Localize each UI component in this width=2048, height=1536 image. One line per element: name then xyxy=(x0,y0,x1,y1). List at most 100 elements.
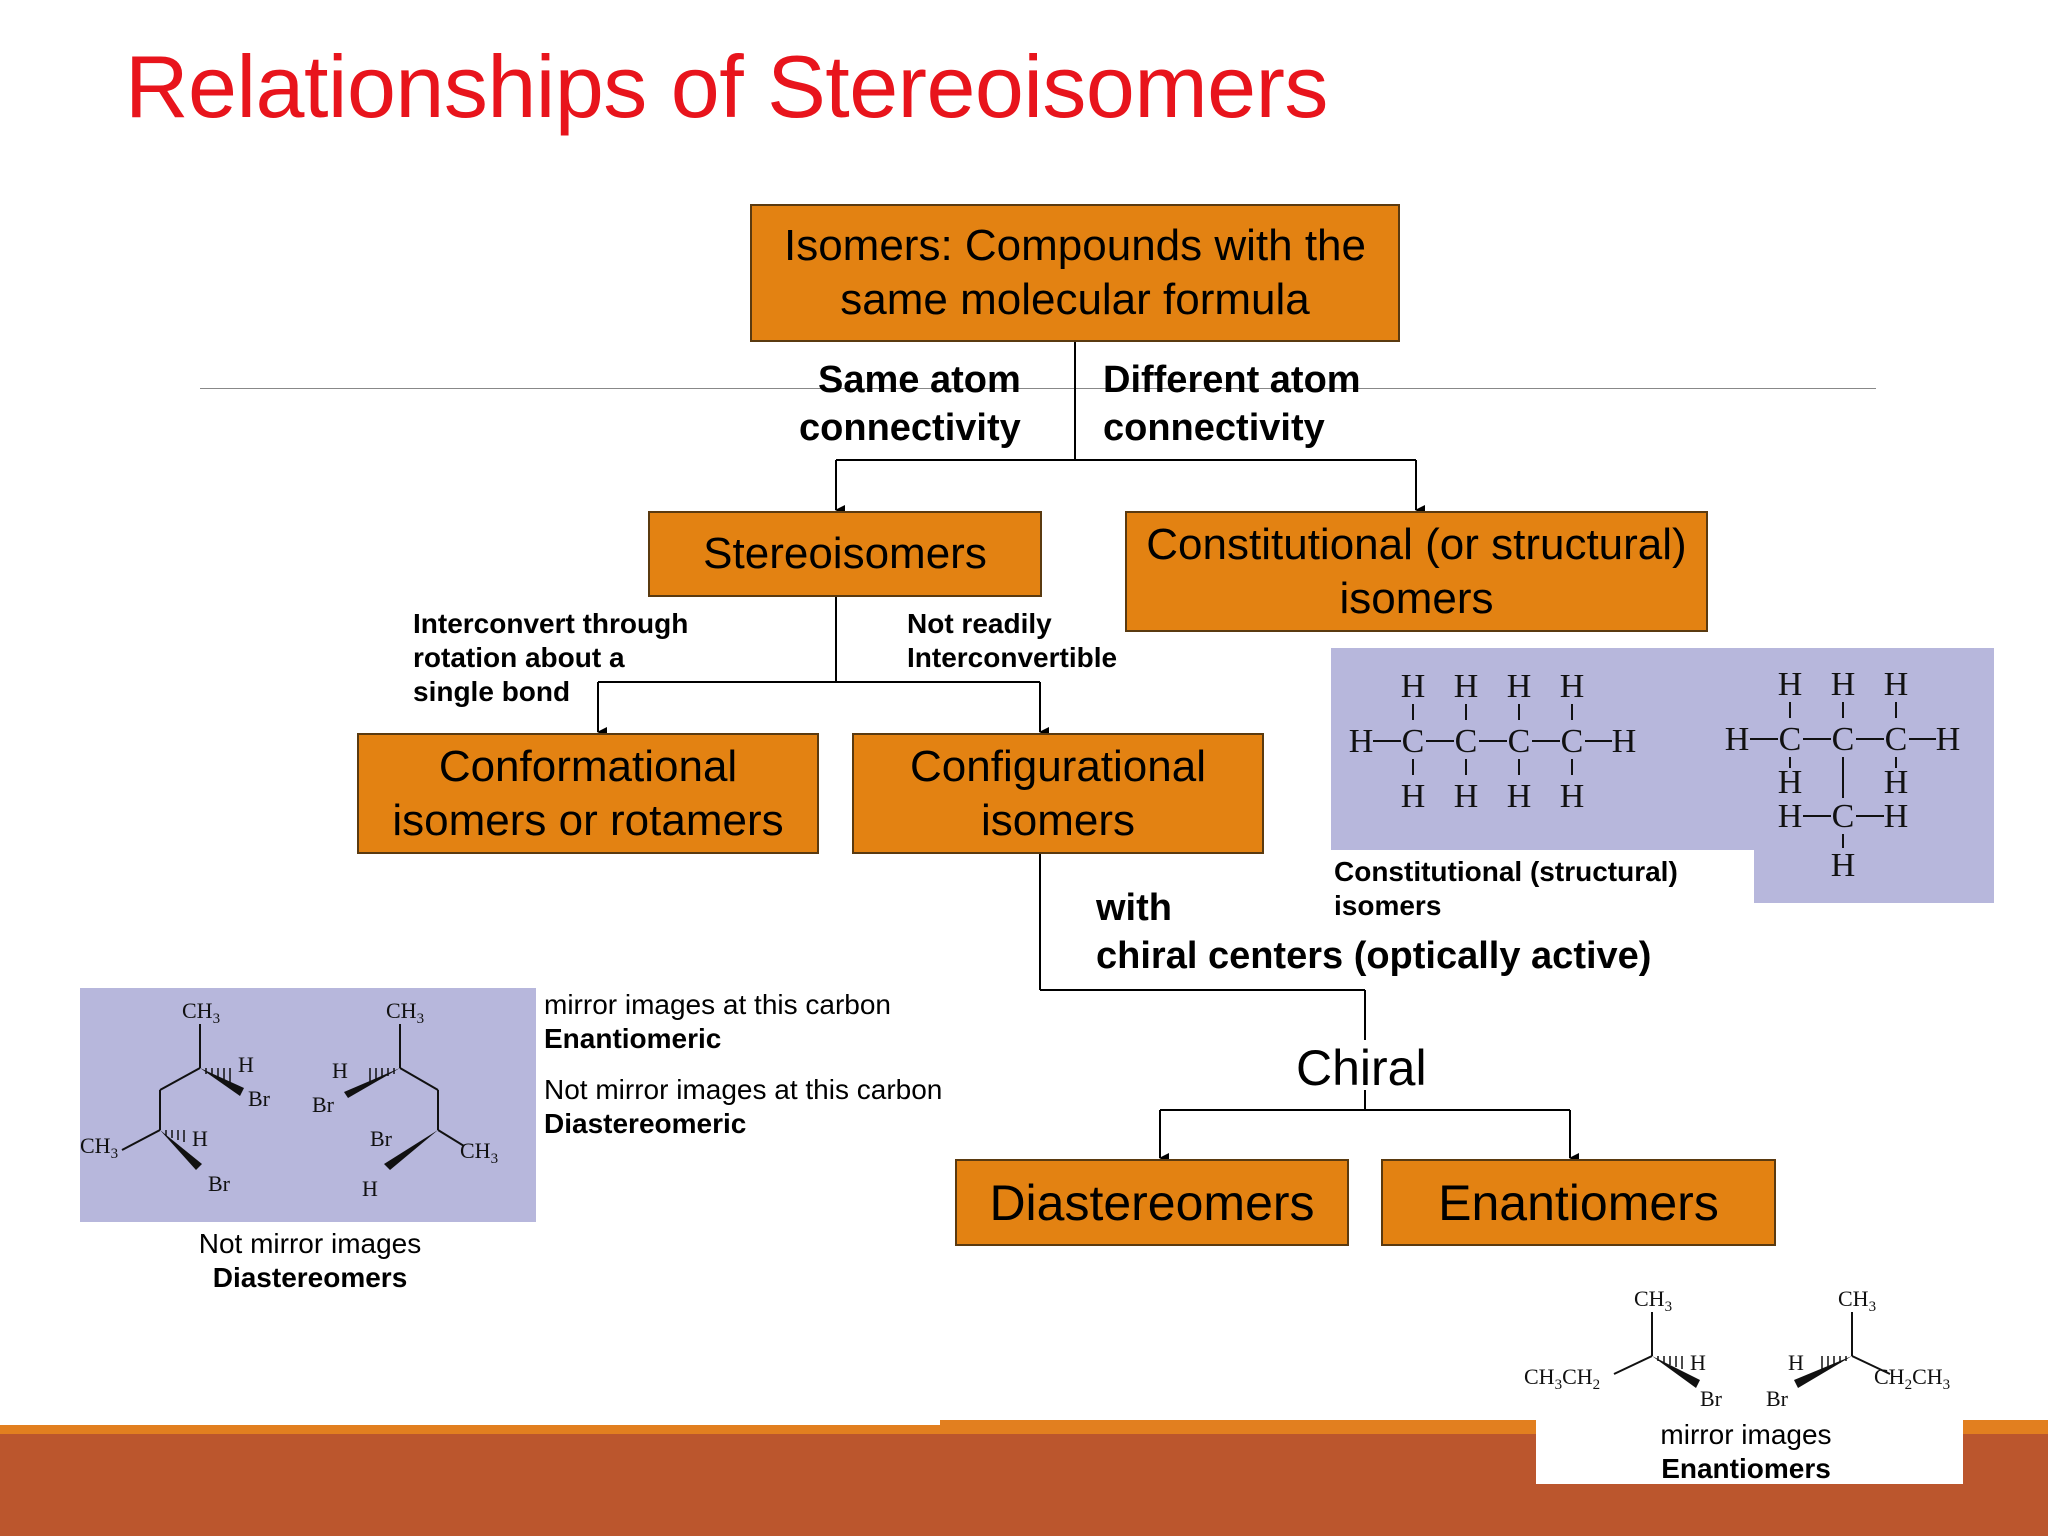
isobutane-h-bot-3: H xyxy=(1884,764,1909,801)
dia-left-br-upper: Br xyxy=(248,1086,271,1111)
butane-structure: H H H H H C C C C H H H H H xyxy=(1349,668,1637,815)
isobutane-h-top-3: H xyxy=(1884,666,1909,703)
butane-h-bot-3: H xyxy=(1507,778,1532,815)
isobutane-c-branch: C xyxy=(1832,798,1855,835)
dia-right-wedge-upper xyxy=(344,1068,400,1098)
same-connectivity-label: Same atom connectivity xyxy=(798,356,1021,452)
isobutane-c-3: C xyxy=(1885,721,1908,758)
ena-right-ch2ch3: CH2CH3 xyxy=(1874,1364,1950,1393)
constitutional-caption-line-2: isomers xyxy=(1334,890,1442,921)
butane-c-1: C xyxy=(1402,723,1425,760)
conformational-line-2: isomers or rotamers xyxy=(392,795,784,845)
dia-right-br-lower: Br xyxy=(370,1126,393,1151)
not-interconvertible-line-1: Not readily xyxy=(907,608,1052,639)
ena-right-br: Br xyxy=(1766,1386,1789,1411)
isobutane-h-bot-1: H xyxy=(1778,764,1803,801)
ena-left-wedge xyxy=(1652,1356,1700,1388)
ena-right-wedge xyxy=(1794,1356,1852,1388)
conformational-box: Conformational isomers or rotamers xyxy=(357,733,819,854)
enantiomeric-note-line-1: mirror images at this carbon xyxy=(544,989,892,1020)
dia-right-h-lower: H xyxy=(362,1176,378,1201)
not-interconvertible-label: Not readily Interconvertible xyxy=(907,607,1117,675)
different-connectivity-line-2: connectivity xyxy=(1103,407,1325,449)
constitutional-line-2: isomers xyxy=(1339,573,1494,623)
dia-right-h-upper: H xyxy=(332,1058,348,1083)
constitutional-line-1: Constitutional (or structural) xyxy=(1146,519,1687,569)
isobutane-h-bottom: H xyxy=(1831,847,1856,884)
same-connectivity-line-1: Same atom xyxy=(818,359,1021,401)
isobutane-h-ch-right: H xyxy=(1884,798,1909,835)
enantiomers-label: Enantiomers xyxy=(1438,1174,1719,1231)
isomers-line-1: Isomers: Compounds with the xyxy=(783,221,1367,270)
different-connectivity-line-1: Different atom xyxy=(1103,359,1361,401)
enantiomers-box: Enantiomers xyxy=(1381,1159,1776,1246)
dia-right-ch3-top: CH3 xyxy=(386,998,424,1027)
configurational-line-2: isomers xyxy=(980,795,1136,845)
chiral-centers-label: with chiral centers (optically active) xyxy=(1096,884,1651,980)
stereoisomers-label: Stereoisomers xyxy=(703,529,987,578)
isobutane-c-1: C xyxy=(1779,721,1802,758)
butane-h-bot-1: H xyxy=(1401,778,1426,815)
configurational-box: Configurational isomers xyxy=(852,733,1264,854)
dia-left-h-lower: H xyxy=(192,1126,208,1151)
constitutional-box: Constitutional (or structural) isomers xyxy=(1125,511,1708,632)
dia-left-h-upper: H xyxy=(238,1052,254,1077)
enantiomeric-note-line-2: Enantiomeric xyxy=(544,1023,722,1054)
ena-right-ch3: CH3 xyxy=(1838,1286,1876,1315)
dia-right-br-upper: Br xyxy=(312,1092,335,1117)
configurational-line-1: Configurational xyxy=(910,741,1206,791)
butane-h-left: H xyxy=(1349,723,1374,760)
dia-right-ch3-right: CH3 xyxy=(460,1138,498,1167)
ena-right-h: H xyxy=(1788,1350,1804,1375)
isobutane-h-right: H xyxy=(1936,721,1961,758)
butane-h-top-4: H xyxy=(1560,668,1585,705)
ena-left-br: Br xyxy=(1700,1386,1723,1411)
interconvert-line-3: single bond xyxy=(413,676,571,707)
dia-left-br-lower: Br xyxy=(208,1171,231,1196)
diastereomers-label: Diastereomers xyxy=(989,1174,1315,1231)
butane-h-top-1: H xyxy=(1401,668,1426,705)
slide-title: Relationships of Stereoisomers xyxy=(125,37,1328,136)
dia-left-wedge-upper xyxy=(200,1068,244,1096)
diastereomeric-note: Not mirror images at this carbon Diaster… xyxy=(544,1073,942,1141)
constitutional-structures-panel-extension xyxy=(1754,840,1994,903)
same-connectivity-line-2: connectivity xyxy=(799,407,1021,449)
butane-h-bot-2: H xyxy=(1454,778,1479,815)
isobutane-h-left: H xyxy=(1725,721,1750,758)
enantiomer-panel xyxy=(1536,1276,1963,1484)
diastereomer-structures: CH3 H Br H CH3 Br CH3 H Br Br CH3 H xyxy=(80,998,498,1201)
isobutane-h-ch-left: H xyxy=(1778,798,1803,835)
interconvert-label: Interconvert through rotation about a si… xyxy=(413,607,688,709)
dia-right-wedge-lower xyxy=(384,1130,438,1170)
diastereomers-box: Diastereomers xyxy=(955,1159,1349,1246)
chiral-centers-line-2: chiral centers (optically active) xyxy=(1096,935,1652,977)
enantiomer-structures: CH3 CH3CH2 H Br CH3 H Br CH2CH3 xyxy=(1524,1286,1950,1411)
chiral-centers-line-1: with xyxy=(1096,887,1172,929)
conformational-line-1: Conformational xyxy=(438,741,738,791)
diastereomers-caption-line-1: Not mirror images xyxy=(198,1228,422,1259)
constitutional-caption: Constitutional (structural) isomers xyxy=(1334,855,1678,923)
ena-left-ch3: CH3 xyxy=(1634,1286,1672,1315)
butane-c-2: C xyxy=(1455,723,1478,760)
diastereomeric-note-line-2: Diastereomeric xyxy=(544,1108,747,1139)
divider-line xyxy=(200,388,1876,389)
enantiomers-caption: mirror images Enantiomers xyxy=(1596,1418,1896,1486)
dia-left-wedge-lower xyxy=(160,1130,202,1170)
interconvert-line-1: Interconvert through xyxy=(413,608,689,639)
isomers-line-2: same molecular formula xyxy=(840,275,1310,324)
enantiomers-caption-line-2: Enantiomers xyxy=(1661,1453,1831,1484)
butane-h-top-2: H xyxy=(1454,668,1479,705)
ena-left-h: H xyxy=(1690,1350,1706,1375)
isobutane-h-top-2: H xyxy=(1831,666,1856,703)
isobutane-c-2: C xyxy=(1832,721,1855,758)
not-interconvertible-line-2: Interconvertible xyxy=(907,642,1118,673)
isobutane-h-top-1: H xyxy=(1778,666,1803,703)
interconvert-line-2: rotation about a xyxy=(413,642,625,673)
ena-left-ch3ch2: CH3CH2 xyxy=(1524,1364,1600,1393)
chiral-label: Chiral xyxy=(1296,1040,1427,1096)
different-connectivity-label: Different atom connectivity xyxy=(1103,356,1361,452)
butane-h-right: H xyxy=(1612,723,1637,760)
butane-c-4: C xyxy=(1561,723,1584,760)
constitutional-caption-line-1: Constitutional (structural) xyxy=(1334,856,1678,887)
